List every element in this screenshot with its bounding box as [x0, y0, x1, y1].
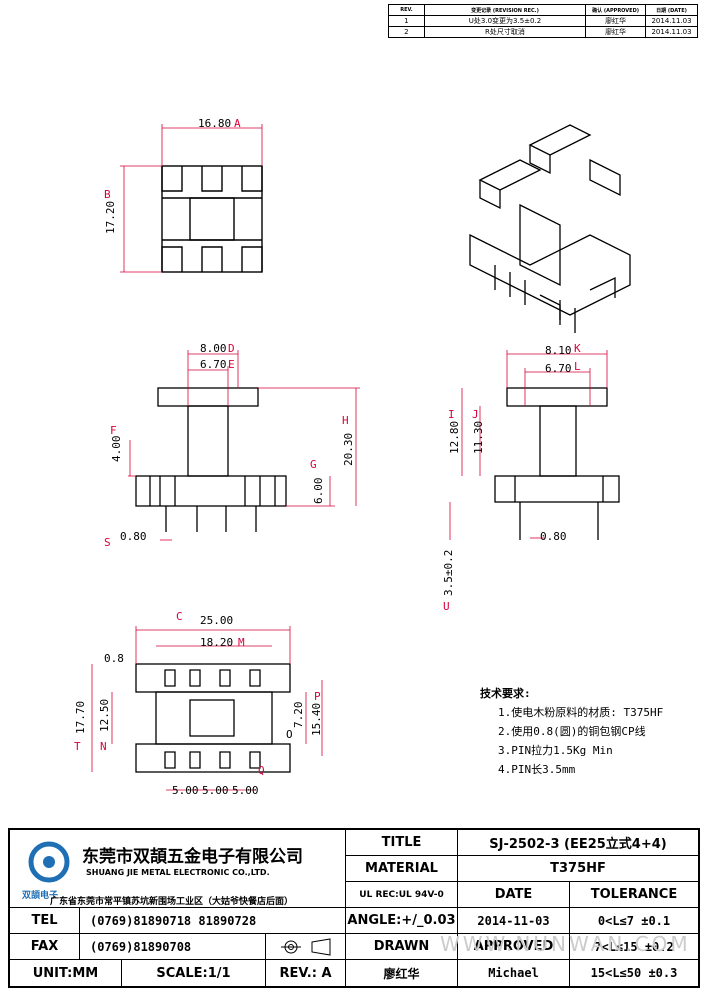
top-view-dimensions: [120, 124, 263, 273]
company-address: 广东省东莞市常平镇苏坑新围场工业区（大姑爷快餐店后面）: [50, 897, 294, 907]
dim-n-label: N: [100, 740, 107, 753]
drawing-canvas: [91, 124, 631, 791]
scale-label: SCALE:1/1: [122, 960, 266, 986]
side-view-drawing: [494, 387, 620, 540]
company-logo-icon: [28, 841, 70, 883]
tolerance-row-3: 15<L≤50 ±0.3: [590, 966, 678, 980]
dim-h-value: 20.30: [342, 432, 355, 466]
dim-l-value: 6.70: [545, 362, 572, 375]
dim-q-value-2: 5.00: [202, 784, 229, 797]
dim-q-label: Q: [258, 764, 265, 777]
approved-label: APPROVED: [458, 934, 570, 960]
dim-b-label: B: [104, 188, 111, 201]
dim-u-value: 3.5±0.2: [442, 549, 455, 596]
dim-q-value-1: 5.00: [172, 784, 199, 797]
technical-requirements: 技术要求: 1.使电木粉原料的材质: T375HF 2.使用0.8(圆)的铜包钢…: [480, 684, 663, 779]
dim-l-label: L: [574, 360, 581, 373]
watermark: WWW.NUNWAN.COM: [440, 932, 691, 956]
title-value: SJ-2502-3 (EE25立式4+4): [458, 830, 698, 856]
dim-s-label: S: [104, 536, 111, 549]
date-value: 2014-11-03: [458, 908, 570, 934]
dim-pin-value: 0.80: [540, 530, 567, 543]
dim-f-label: F: [110, 424, 117, 437]
dim-u-label: U: [443, 600, 450, 613]
tolerance-label: TOLERANCE: [570, 882, 698, 908]
dim-a-label: A: [234, 117, 241, 130]
table-row: 2 R处尺寸取消 廖红华 2014.11.03: [388, 26, 698, 38]
title-block: 双頡电子 东莞市双頡五金电子有限公司 SHUANG JIE METAL ELEC…: [8, 828, 700, 988]
dim-c-label: C: [176, 610, 183, 623]
rev-label: REV.: A: [266, 960, 346, 986]
dim-g-label: G: [310, 458, 317, 471]
company-name-en: SHUANG JIE METAL ELECTRONIC CO.,LTD.: [86, 868, 270, 877]
tolerance-row-2: 7<L≤15 ±0.2: [570, 934, 698, 960]
dim-k-label: K: [574, 342, 581, 355]
dim-h-label: H: [342, 414, 349, 427]
title-label: TITLE: [346, 830, 458, 856]
dim-o-value: 7.20: [292, 701, 305, 729]
tel-label: TEL: [10, 908, 80, 934]
dim-r-value: 0.8: [104, 652, 124, 665]
bottom-view-drawing: [135, 663, 291, 773]
material-label: MATERIAL: [346, 856, 458, 882]
dim-d-value: 8.00: [200, 342, 227, 355]
iso-view-drawing: [469, 124, 631, 333]
requirement-item: 1.使电木粉原料的材质: T375HF: [498, 706, 664, 719]
dim-n-value: 12.50: [98, 698, 111, 732]
dim-m-label: M: [238, 636, 245, 649]
dim-e-label: E: [228, 358, 235, 371]
fax-value: (0769)81890708: [80, 934, 266, 960]
projection-symbol: [266, 934, 346, 960]
dim-f-value: 4.00: [110, 435, 123, 463]
dim-i-label: I: [448, 408, 455, 421]
unit-label: UNIT:MM: [10, 960, 122, 986]
requirement-item: 3.PIN拉力1.5Kg Min: [498, 744, 613, 757]
bottom-view-dimensions: [91, 626, 323, 791]
dim-m-value: 18.20: [200, 636, 234, 649]
company-name-cn: 东莞市双頡五金电子有限公司: [82, 847, 303, 867]
dim-i-value: 12.80: [448, 420, 461, 454]
dim-t-label: T: [74, 740, 81, 753]
dim-o-label: O: [286, 728, 293, 741]
date-label: DATE: [458, 882, 570, 908]
material-value: T375HF: [458, 856, 698, 882]
logo-text: 双頡电子: [22, 891, 59, 901]
ul-rating: UL REC:UL 94V-0: [346, 882, 458, 908]
company-header: 双頡电子 东莞市双頡五金电子有限公司 SHUANG JIE METAL ELEC…: [10, 830, 346, 908]
dim-e-value: 6.70: [200, 358, 227, 371]
angle-tolerance: ANGLE:+/_0.03: [346, 908, 458, 934]
projection-icon: [280, 937, 330, 956]
requirement-item: 2.使用0.8(圆)的铜包钢CP线: [498, 725, 646, 738]
tel-value: (0769)81890718 81890728: [80, 908, 346, 934]
dim-t-value: 17.70: [74, 700, 87, 734]
dim-j-value: 11.30: [472, 420, 485, 454]
side-view-dimensions: [449, 350, 608, 540]
tolerance-row-1: 0<L≤7 ±0.1: [570, 908, 698, 934]
front-view-dimensions: [128, 350, 360, 541]
requirements-title: 技术要求:: [480, 687, 531, 700]
dim-d-label: D: [228, 342, 235, 355]
drawn-label: DRAWN: [346, 934, 458, 960]
dim-q-value-3: 5.00: [232, 784, 259, 797]
approved-cell: 廖红华: [585, 26, 647, 38]
dim-s-value: 0.80: [120, 530, 147, 543]
revision-table: REV. 变更记录 (REVISION REC.) 确认 (APPROVED) …: [388, 4, 698, 38]
dim-j-label: J: [472, 408, 479, 421]
dim-p-value: 15.40: [310, 702, 323, 736]
front-view-drawing: [135, 387, 287, 532]
drawn-value: 廖红华: [346, 960, 458, 986]
dim-g-value: 6.00: [312, 477, 325, 505]
requirement-item: 4.PIN长3.5mm: [498, 763, 576, 776]
approved-value: Michael: [458, 960, 570, 986]
dim-a-value: 16.80: [198, 117, 232, 130]
top-view-drawing: [161, 165, 263, 273]
dim-b-value: 17.20: [104, 200, 117, 234]
date-cell: 2014.11.03: [645, 26, 698, 38]
dim-k-value: 8.10: [545, 344, 572, 357]
record-cell: R处尺寸取消: [423, 26, 587, 38]
dim-c-value: 25.00: [200, 614, 234, 627]
fax-label: FAX: [10, 934, 80, 960]
dim-p-label: P: [314, 690, 321, 703]
